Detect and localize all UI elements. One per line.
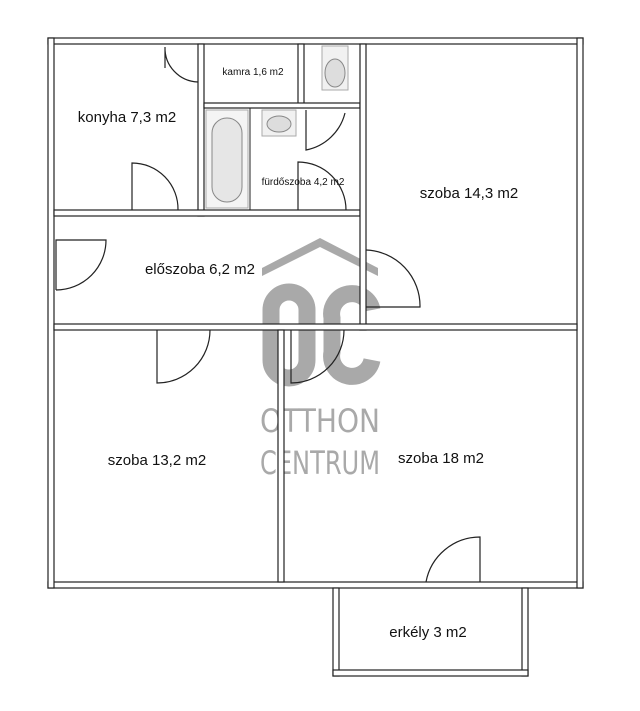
toilet-icon (321, 45, 349, 91)
room-labels: konyha 7,3 m2 kamra 1,6 m2 fürdőszoba 4,… (78, 67, 518, 641)
door-kitchen-pantry[interactable] (164, 46, 199, 83)
door-balcony[interactable] (425, 536, 481, 583)
bathtub-icon (205, 109, 249, 209)
logo-letter-c-icon (323, 285, 381, 385)
door-entrance[interactable] (55, 239, 107, 291)
room-label-szoba3: szoba 18 m2 (398, 450, 484, 467)
wall-hall-bottom (53, 323, 578, 331)
wall-pantry-bottom (203, 102, 361, 109)
wall-top (47, 37, 584, 45)
door-wc[interactable] (305, 110, 346, 151)
sink-icon (261, 109, 297, 137)
door-room1[interactable] (365, 249, 421, 308)
room-label-kamra: kamra 1,6 m2 (222, 67, 284, 78)
door-kitchen[interactable] (131, 162, 179, 211)
room-label-furdoszoba: fürdőszoba 4,2 m2 (262, 177, 345, 188)
wall-pantry (297, 43, 305, 107)
wall-bottom (47, 581, 584, 589)
door-room2[interactable] (156, 329, 211, 384)
room-label-konyha: konyha 7,3 m2 (78, 109, 176, 126)
watermark: OTTHON CENTRUM (260, 238, 381, 482)
watermark-logo (262, 283, 381, 387)
walls (47, 37, 584, 677)
fixtures (205, 45, 349, 209)
wall-left (47, 37, 55, 589)
room-label-erkely: erkély 3 m2 (389, 624, 467, 641)
doors (55, 46, 481, 583)
room-label-szoba2: szoba 13,2 m2 (108, 452, 206, 469)
room-label-eloszoba: előszoba 6,2 m2 (145, 261, 255, 278)
wall-rooms (277, 329, 285, 583)
wall-balcony-bottom (332, 669, 529, 677)
wall-room1 (359, 43, 367, 331)
logo-letter-o-icon (262, 283, 316, 387)
room-label-szoba1: szoba 14,3 m2 (420, 185, 518, 202)
wall-balcony-right (521, 587, 529, 677)
door-bathroom[interactable] (297, 161, 347, 211)
wall-hall-top (53, 209, 361, 217)
roof-logo-icon (262, 238, 378, 276)
wall-kitchen (197, 43, 205, 217)
door-room3[interactable] (290, 329, 345, 384)
wall-right (576, 37, 584, 589)
wall-balcony-left (332, 587, 340, 677)
